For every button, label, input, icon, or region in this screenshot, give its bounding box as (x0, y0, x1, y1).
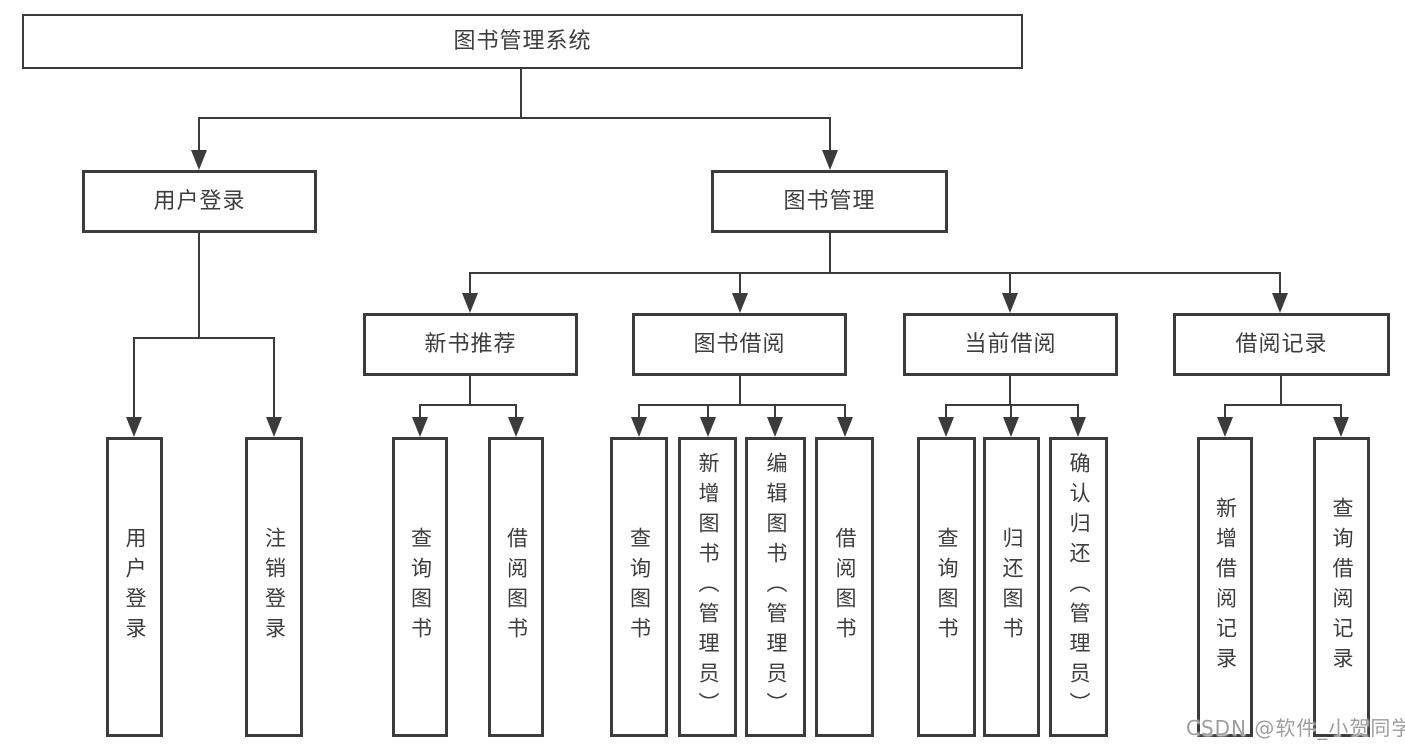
connector-line (638, 404, 845, 406)
connector-line (1009, 272, 1011, 295)
node-label: 图书借阅 (693, 331, 786, 357)
connector-line (1009, 376, 1011, 406)
connector-line (1224, 404, 1342, 406)
connector-line (133, 337, 135, 419)
arrow-down-icon (412, 417, 428, 437)
node-label: 借阅记录 (1235, 331, 1328, 357)
node-leaf-logout: 注销登录 (245, 437, 303, 737)
node-label: 用户登录 (123, 527, 147, 647)
node-label: 借阅图书 (833, 527, 857, 647)
connector-line (198, 233, 200, 339)
connector-line (1340, 404, 1342, 419)
node-label: 查询图书 (408, 527, 433, 647)
connector-line (198, 117, 200, 153)
node-leaf-confirm-return-admin: 确认归还（管理员） (1049, 437, 1108, 737)
node-leaf-edit-books-admin: 编辑图书（管理员） (745, 437, 806, 737)
node-label: 查询图书 (935, 527, 959, 647)
connector-line (829, 117, 831, 153)
arrow-down-icon (631, 417, 647, 437)
connector-line (469, 272, 1281, 274)
node-label: 图书管理系统 (453, 28, 592, 54)
node-label: 用户登录 (153, 188, 246, 214)
connector-line (829, 233, 831, 273)
connector-line (945, 404, 1079, 406)
connector-line (273, 337, 275, 419)
node-label: 新增图书（管理员） (696, 452, 720, 722)
connector-line (844, 404, 846, 419)
arrow-down-icon (462, 293, 478, 313)
connector-line (419, 404, 421, 419)
node-leaf-query-books-borrow: 查询图书 (610, 437, 668, 737)
node-leaf-query-borrow-record: 查询借阅记录 (1313, 437, 1370, 737)
node-new-book-recommendation: 新书推荐 (363, 313, 578, 376)
arrow-down-icon (700, 417, 716, 437)
connector-line (707, 404, 709, 419)
arrow-down-icon (822, 150, 838, 170)
node-book-management: 图书管理 (711, 170, 948, 233)
node-borrowing-records: 借阅记录 (1173, 313, 1390, 376)
connector-line (638, 404, 640, 419)
arrow-down-icon (126, 417, 142, 437)
connector-line (774, 404, 776, 419)
node-label: 确认归还（管理员） (1067, 452, 1091, 722)
node-leaf-add-books-admin: 新增图书（管理员） (678, 437, 737, 737)
arrow-down-icon (508, 417, 524, 437)
node-label: 新书推荐 (424, 331, 517, 357)
node-leaf-user-login: 用户登录 (106, 437, 163, 737)
arrow-down-icon (191, 150, 207, 170)
arrow-down-icon (1070, 417, 1086, 437)
connector-line (1280, 376, 1282, 406)
arrow-down-icon (266, 417, 282, 437)
connector-line (133, 337, 274, 339)
arrow-down-icon (767, 417, 783, 437)
connector-line (945, 404, 947, 419)
connector-line (1224, 404, 1226, 419)
node-label: 当前借阅 (964, 331, 1057, 357)
node-label: 图书管理 (783, 188, 876, 214)
connector-line (515, 404, 517, 419)
node-leaf-borrow-books-rec: 借阅图书 (488, 437, 544, 737)
arrow-down-icon (938, 417, 954, 437)
node-user-login: 用户登录 (82, 170, 317, 233)
connector-line (739, 272, 741, 295)
node-label: 注销登录 (262, 527, 287, 647)
connector-line (739, 376, 741, 406)
node-label: 查询图书 (627, 527, 652, 647)
node-leaf-borrow-books: 借阅图书 (815, 437, 874, 737)
connector-line (520, 68, 522, 118)
connector-line (419, 404, 517, 406)
node-leaf-query-books-current: 查询图书 (917, 437, 976, 737)
node-label: 借阅图书 (504, 527, 529, 647)
node-book-borrowing: 图书借阅 (632, 313, 847, 376)
arrow-down-icon (1003, 417, 1019, 437)
connector-line (469, 376, 471, 406)
node-leaf-add-borrow-record: 新增借阅记录 (1197, 437, 1253, 737)
node-library-system: 图书管理系统 (22, 14, 1023, 69)
connector-line (1010, 404, 1012, 419)
csdn-watermark: CSDN @软件_小贺同学 (1186, 716, 1405, 740)
arrow-down-icon (732, 293, 748, 313)
connector-line (198, 117, 831, 119)
connector-line (1279, 272, 1281, 295)
arrow-down-icon (1217, 417, 1233, 437)
node-label: 编辑图书（管理员） (764, 452, 788, 722)
node-label: 新增借阅记录 (1213, 497, 1238, 677)
connector-line (1077, 404, 1079, 419)
connector-line (469, 272, 471, 295)
node-leaf-query-books-rec: 查询图书 (392, 437, 448, 737)
arrow-down-icon (837, 417, 853, 437)
node-label: 查询借阅记录 (1330, 497, 1354, 677)
arrow-down-icon (1002, 293, 1018, 313)
node-label: 归还图书 (1000, 527, 1024, 647)
arrow-down-icon (1333, 417, 1349, 437)
node-leaf-return-books: 归还图书 (983, 437, 1040, 737)
node-current-borrowing: 当前借阅 (903, 313, 1118, 376)
arrow-down-icon (1272, 293, 1288, 313)
